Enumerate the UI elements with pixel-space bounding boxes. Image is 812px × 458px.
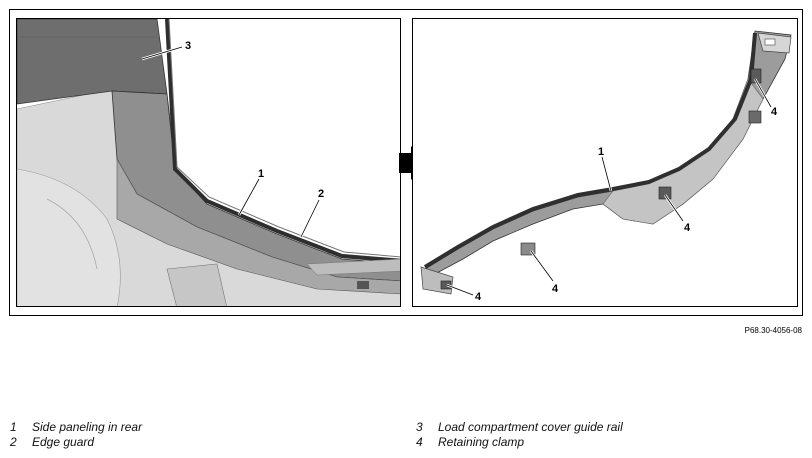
clamp-c: [658, 186, 672, 200]
callout-r4b: 4: [684, 222, 691, 234]
callout-r4c: 4: [552, 283, 559, 295]
legend-item: 4 Retaining clamp: [416, 435, 623, 450]
legend-number: 1: [10, 420, 17, 434]
clamp-e: [440, 280, 452, 290]
legend-number: 4: [416, 435, 423, 449]
installed-view-panel: 3 1 2: [16, 18, 401, 307]
removed-part-panel: 1 4 4 4 4: [412, 18, 798, 307]
side-paneling-strip: [424, 30, 792, 276]
callout-1: 1: [258, 168, 264, 180]
callout-r1: 1: [598, 146, 604, 158]
legend-right: 3 Load compartment cover guide rail 4 Reta…: [416, 420, 623, 450]
figure-frame: [9, 9, 803, 316]
figure-code: P68.30-4056-08: [744, 326, 802, 335]
clamp-b: [748, 110, 762, 124]
legend-item: 2 Edge guard: [10, 435, 142, 450]
legend-number: 3: [416, 420, 423, 434]
legend-text: Edge guard: [32, 435, 95, 449]
callout-r4d: 4: [475, 291, 482, 303]
legend-item: 3 Load compartment cover guide rail: [416, 420, 623, 435]
legend-number: 2: [10, 435, 17, 449]
installed-view-illustration: 3 1 2: [17, 19, 400, 306]
guide-rail-part: [17, 19, 168, 105]
removed-part-illustration: 1 4 4 4 4: [420, 30, 792, 303]
legend-left: 1 Side paneling in rear 2 Edge guard: [10, 420, 142, 450]
legend-text: Load compartment cover guide rail: [438, 420, 623, 434]
legend-text: Side paneling in rear: [32, 420, 143, 434]
callout-2: 2: [318, 188, 324, 200]
callout-r4a: 4: [771, 106, 778, 118]
edge-guard-strip: [423, 32, 757, 269]
legend-text: Retaining clamp: [438, 435, 525, 449]
callout-3: 3: [185, 40, 191, 52]
legend-item: 1 Side paneling in rear: [10, 420, 142, 435]
edge-guard-part: [165, 19, 400, 263]
